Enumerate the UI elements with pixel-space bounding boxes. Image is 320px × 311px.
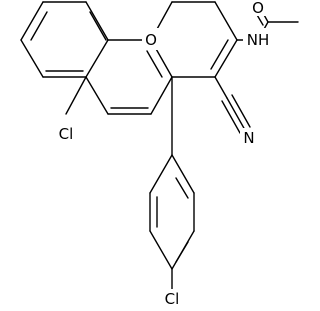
bond: [65, 76, 87, 115]
bond: [20, 39, 44, 78]
molecule-canvas: O NH O N Cl Cl: [20, 0, 299, 309]
atom-labels: O NH O N Cl Cl: [52, 0, 273, 309]
bond: [150, 76, 173, 115]
bond: [214, 39, 238, 78]
bond: [175, 177, 189, 199]
upper-chlorine-label: Cl: [59, 125, 74, 143]
molecule-diagram: O NH O N Cl Cl: [20, 0, 299, 309]
lower-chlorine-label: Cl: [165, 290, 180, 308]
nitrile-nitrogen-label: N: [243, 129, 254, 147]
bond: [85, 1, 109, 41]
bond: [89, 11, 107, 41]
ring-oxygen: O: [142, 28, 160, 50]
bond: [214, 76, 228, 99]
carbonyl-oxygen-label: O: [252, 0, 264, 17]
nitrile-nitrogen: N: [240, 128, 258, 148]
ring-oxygen-label: O: [145, 31, 157, 49]
bond: [85, 76, 109, 115]
amide-nh-label: NH: [247, 31, 270, 49]
carbonyl-oxygen: O: [249, 0, 267, 17]
bond: [149, 230, 173, 270]
bond: [85, 39, 109, 78]
lower-chlorine: Cl: [158, 289, 186, 309]
upper-chlorine: Cl: [52, 122, 80, 144]
bond: [210, 39, 229, 70]
bond: [214, 1, 238, 41]
bond: [146, 50, 163, 78]
bond: [149, 154, 173, 194]
bond: [175, 241, 189, 263]
bond: [221, 100, 241, 134]
bond: [30, 11, 48, 41]
bond: [20, 1, 44, 41]
amide-nitrogen: NH: [243, 28, 273, 50]
bond: [171, 154, 195, 194]
bond: [231, 94, 251, 128]
bond: [226, 97, 246, 131]
